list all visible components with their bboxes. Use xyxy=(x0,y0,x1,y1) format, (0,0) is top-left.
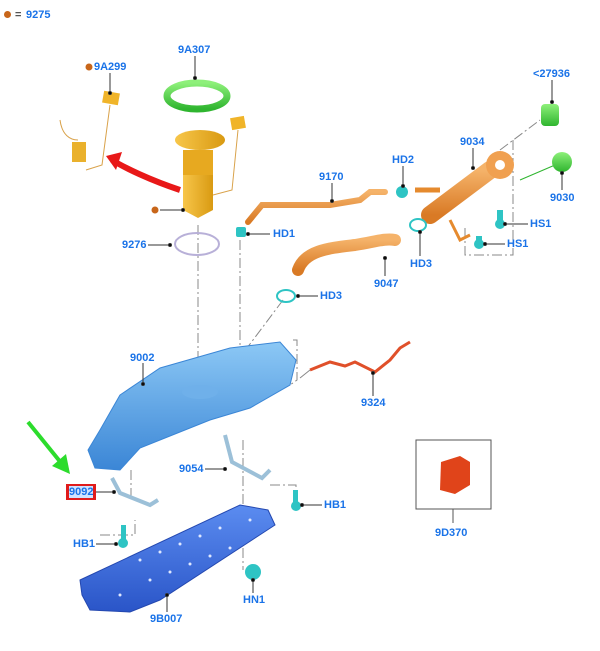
part-label-9324[interactable]: 9324 xyxy=(361,397,386,409)
seal-part xyxy=(174,232,220,256)
part-label-9170[interactable]: 9170 xyxy=(319,171,344,183)
tank-shield-part xyxy=(79,504,276,613)
part-label-9d370[interactable]: 9D370 xyxy=(435,527,468,539)
legend-part-number[interactable]: 9275 xyxy=(26,9,51,21)
fuel-pump-part xyxy=(175,115,246,218)
part-label-hd2[interactable]: HD2 xyxy=(392,154,415,166)
filler-housing-part xyxy=(541,104,559,126)
filler-cap-part xyxy=(552,152,572,172)
part-label-9047[interactable]: 9047 xyxy=(374,278,399,290)
part-label-9276[interactable]: 9276 xyxy=(122,239,147,251)
legend-marker-dot xyxy=(4,11,11,18)
tank-strap-9054-part xyxy=(223,434,272,481)
inset-box xyxy=(415,439,492,523)
green-arrow-head xyxy=(52,454,70,474)
part-label-27936[interactable]: <27936 xyxy=(533,68,571,80)
part-label-hd3-upper[interactable]: HD3 xyxy=(410,258,433,270)
vapor-hose-part xyxy=(245,189,388,225)
marker-dot-pump xyxy=(151,206,159,214)
part-label-hd3-lower[interactable]: HD3 xyxy=(320,290,343,302)
marker-dot-9a299 xyxy=(85,63,93,71)
fuel-level-sender-part xyxy=(59,90,120,171)
part-label-hs1-lower[interactable]: HS1 xyxy=(507,238,529,250)
lock-ring-part xyxy=(163,79,231,113)
part-label-9092-text: 9092 xyxy=(69,486,94,498)
part-label-hb1-right[interactable]: HB1 xyxy=(324,499,347,511)
part-label-9030[interactable]: 9030 xyxy=(550,192,575,204)
leader-lines xyxy=(94,56,564,612)
green-arrow xyxy=(26,420,64,466)
filler-pipe-part xyxy=(415,151,514,243)
part-label-hn1[interactable]: HN1 xyxy=(243,594,266,606)
part-label-9054[interactable]: 9054 xyxy=(179,463,204,475)
part-label-9a299[interactable]: 9A299 xyxy=(94,61,127,73)
tank-strap-9092-part xyxy=(110,477,160,508)
part-label-hb1-left[interactable]: HB1 xyxy=(73,538,96,550)
part-label-9002[interactable]: 9002 xyxy=(130,352,155,364)
red-arrow-head xyxy=(106,152,122,170)
filler-hose-part xyxy=(292,233,401,276)
part-label-9a307[interactable]: 9A307 xyxy=(178,44,211,56)
fasteners xyxy=(118,186,505,580)
part-label-9034[interactable]: 9034 xyxy=(460,136,485,148)
part-label-hd1[interactable]: HD1 xyxy=(273,228,296,240)
red-arrow xyxy=(110,157,181,193)
fuel-line-part xyxy=(309,340,411,374)
fuel-tank-part xyxy=(87,341,297,471)
part-label-9b007[interactable]: 9B007 xyxy=(150,613,183,625)
part-label-9092-highlighted[interactable]: 9092 xyxy=(65,484,97,500)
part-label-hs1-upper[interactable]: HS1 xyxy=(530,218,552,230)
cap-tether xyxy=(519,164,556,181)
legend-equals: = xyxy=(15,9,22,21)
